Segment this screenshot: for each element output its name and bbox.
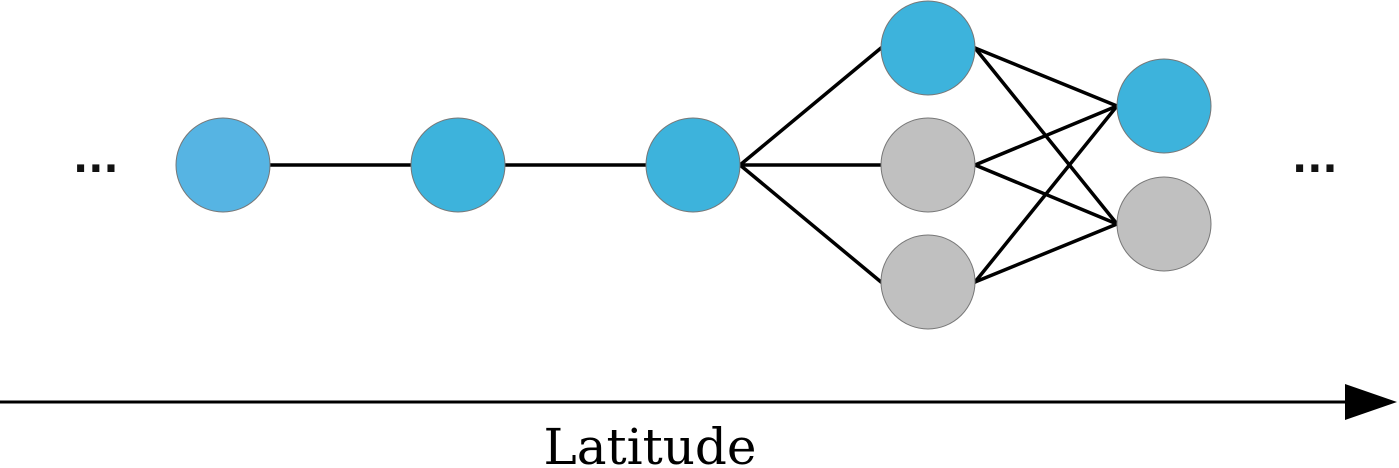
node-n5b-gray <box>1116 176 1212 272</box>
edge-n4a-n5a <box>973 46 1119 108</box>
node-n3-blue <box>645 117 741 213</box>
axis-label: Latitude <box>544 418 757 468</box>
edges-layer <box>268 46 1119 284</box>
right-ellipsis: ... <box>1292 136 1338 182</box>
axis-arrowhead <box>1345 384 1397 420</box>
edge-n4c-n5b <box>973 222 1119 284</box>
edge-n3-n4c <box>738 163 883 284</box>
node-n1-light-blue <box>175 117 271 213</box>
nodes-layer <box>175 0 1212 330</box>
left-ellipsis: ... <box>73 136 119 182</box>
node-n4a-blue <box>880 0 976 96</box>
node-n2-blue <box>410 117 506 213</box>
edge-n4c-n5a <box>973 104 1119 284</box>
edge-n4b-n5a <box>973 104 1119 167</box>
node-n4c-gray <box>880 234 976 330</box>
edge-n3-n4a <box>738 46 883 167</box>
node-n4b-gray <box>880 117 976 213</box>
latitude-axis <box>0 384 1397 420</box>
node-n5a-blue <box>1116 58 1212 154</box>
